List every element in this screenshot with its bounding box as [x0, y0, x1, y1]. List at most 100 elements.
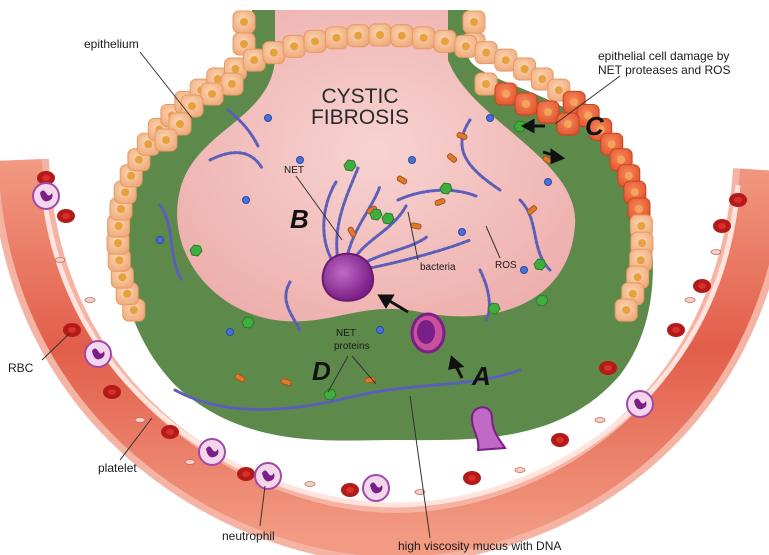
- cell-nucleus: [482, 49, 490, 57]
- stage-d: D: [312, 356, 331, 386]
- rbc-center: [672, 327, 680, 333]
- activated-neutrophil-nucleus: [417, 320, 435, 344]
- label-net-proteins-1: NET: [336, 328, 356, 339]
- cell-nucleus: [555, 86, 563, 94]
- cell-nucleus: [637, 256, 645, 264]
- ros-particle: [297, 157, 304, 164]
- cell-nucleus: [564, 120, 572, 128]
- platelet-cell: [55, 258, 65, 263]
- platelet-cell: [185, 460, 195, 465]
- ros-particle: [157, 237, 164, 244]
- cell-nucleus: [115, 222, 123, 230]
- cell-nucleus: [502, 90, 510, 98]
- cell-nucleus: [522, 100, 530, 108]
- label-rbc: RBC: [8, 361, 34, 375]
- cell-nucleus: [420, 34, 428, 42]
- platelet-cell: [685, 298, 695, 303]
- cell-nucleus: [634, 273, 642, 281]
- stage-b: B: [290, 204, 309, 234]
- cell-nucleus: [176, 120, 184, 128]
- cell-nucleus: [135, 156, 143, 164]
- airway: [119, 10, 653, 441]
- cell-nucleus: [622, 306, 630, 314]
- rbc-center: [346, 487, 354, 493]
- cell-nucleus: [188, 102, 196, 110]
- cell-nucleus: [162, 136, 170, 144]
- cell-nucleus: [638, 239, 646, 247]
- netosing-neutrophil: [323, 254, 374, 301]
- cell-nucleus: [617, 156, 625, 164]
- platelet-cell: [711, 250, 721, 255]
- cell-nucleus: [470, 18, 478, 26]
- stage-a: A: [471, 361, 491, 391]
- label-damage-2: NET proteases and ROS: [598, 63, 731, 77]
- cell-nucleus: [625, 172, 633, 180]
- label-epithelium: epithelium: [84, 37, 139, 51]
- rbc-center: [718, 223, 726, 229]
- cell-nucleus: [240, 40, 248, 48]
- cell-nucleus: [608, 140, 616, 148]
- label-net-proteins-2: proteins: [334, 341, 370, 352]
- label-ros: ROS: [495, 260, 517, 271]
- title-line-1: CYSTIC: [321, 85, 398, 108]
- ros-particle: [243, 197, 250, 204]
- cell-nucleus: [240, 18, 248, 26]
- cell-nucleus: [376, 31, 384, 39]
- label-mucus: high viscosity mucus with DNA: [398, 539, 561, 553]
- cell-nucleus: [127, 172, 135, 180]
- cell-nucleus: [311, 37, 319, 45]
- cell-nucleus: [270, 49, 278, 57]
- cell-nucleus: [290, 42, 298, 50]
- platelet-cell: [595, 418, 605, 423]
- cell-nucleus: [123, 290, 131, 298]
- cell-nucleus: [130, 306, 138, 314]
- rbc-center: [68, 327, 76, 333]
- rbc-center: [42, 175, 50, 181]
- ros-particle: [227, 329, 234, 336]
- rbc-center: [468, 475, 476, 481]
- rbc-center: [166, 429, 174, 435]
- cell-nucleus: [250, 56, 258, 64]
- cell-nucleus: [228, 80, 236, 88]
- label-neutrophil: neutrophil: [222, 529, 275, 543]
- cell-nucleus: [144, 140, 152, 148]
- cell-nucleus: [121, 188, 129, 196]
- ros-particle: [487, 115, 494, 122]
- cell-nucleus: [629, 290, 637, 298]
- cell-nucleus: [462, 42, 470, 50]
- cell-nucleus: [115, 256, 123, 264]
- cell-nucleus: [441, 37, 449, 45]
- cell-nucleus: [332, 34, 340, 42]
- rbc-center: [62, 213, 70, 219]
- stage-c: C: [585, 111, 605, 141]
- cell-nucleus: [354, 32, 362, 40]
- ros-particle: [521, 267, 528, 274]
- rbc-center: [698, 283, 706, 289]
- rbc-center: [604, 365, 612, 371]
- rbc-center: [242, 471, 250, 477]
- platelet-cell: [135, 418, 145, 423]
- cell-nucleus: [544, 108, 552, 116]
- rbc-center: [108, 389, 116, 395]
- cell-nucleus: [502, 56, 510, 64]
- ros-particle: [459, 229, 466, 236]
- platelet-cell: [305, 482, 315, 487]
- rbc-center: [734, 197, 742, 203]
- bacteria: [411, 223, 422, 230]
- label-damage-1: epithelial cell damage by: [598, 49, 729, 63]
- rbc-center: [556, 437, 564, 443]
- label-platelet: platelet: [98, 461, 137, 475]
- cell-nucleus: [208, 90, 216, 98]
- cell-nucleus: [118, 273, 126, 281]
- title: CYSTIC FIBROSIS: [311, 85, 409, 129]
- label-net: NET: [284, 165, 304, 176]
- cell-nucleus: [482, 80, 490, 88]
- cell-nucleus: [521, 65, 529, 73]
- cell-nucleus: [631, 188, 639, 196]
- title-line-2: FIBROSIS: [311, 106, 409, 129]
- cell-nucleus: [635, 205, 643, 213]
- cell-nucleus: [231, 65, 239, 73]
- ros-particle: [409, 157, 416, 164]
- ros-particle: [545, 179, 552, 186]
